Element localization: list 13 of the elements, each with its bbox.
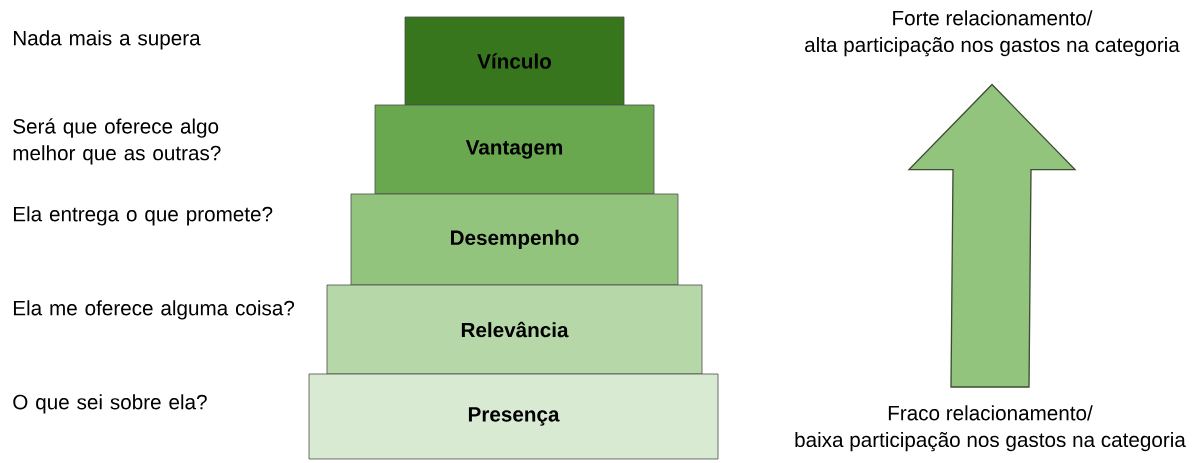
level-box: Desempenho: [350, 193, 679, 286]
question-text: O que sei sobre ela?: [13, 394, 207, 414]
block-arrow: [907, 83, 1077, 388]
question-text: Nada mais a supera: [14, 30, 201, 50]
level-box: Vantagem: [374, 104, 655, 195]
caption-text: Forte relacionamento/ alta participação nos gastos na categoria: [805, 10, 1180, 57]
question-text: Será que oferece algo melhor que as outras?: [13, 118, 221, 165]
question-text: Ela me oferece alguma coisa?: [14, 300, 295, 320]
caption-text: Fraco relacionamento/ baixa participação nos gastos na categoria: [795, 405, 1186, 452]
question-text: Ela entrega o que promete?: [14, 206, 273, 226]
level-box: Presença: [308, 373, 719, 460]
level-box: Relevância: [326, 284, 703, 375]
level-box: Vínculo: [404, 16, 625, 106]
